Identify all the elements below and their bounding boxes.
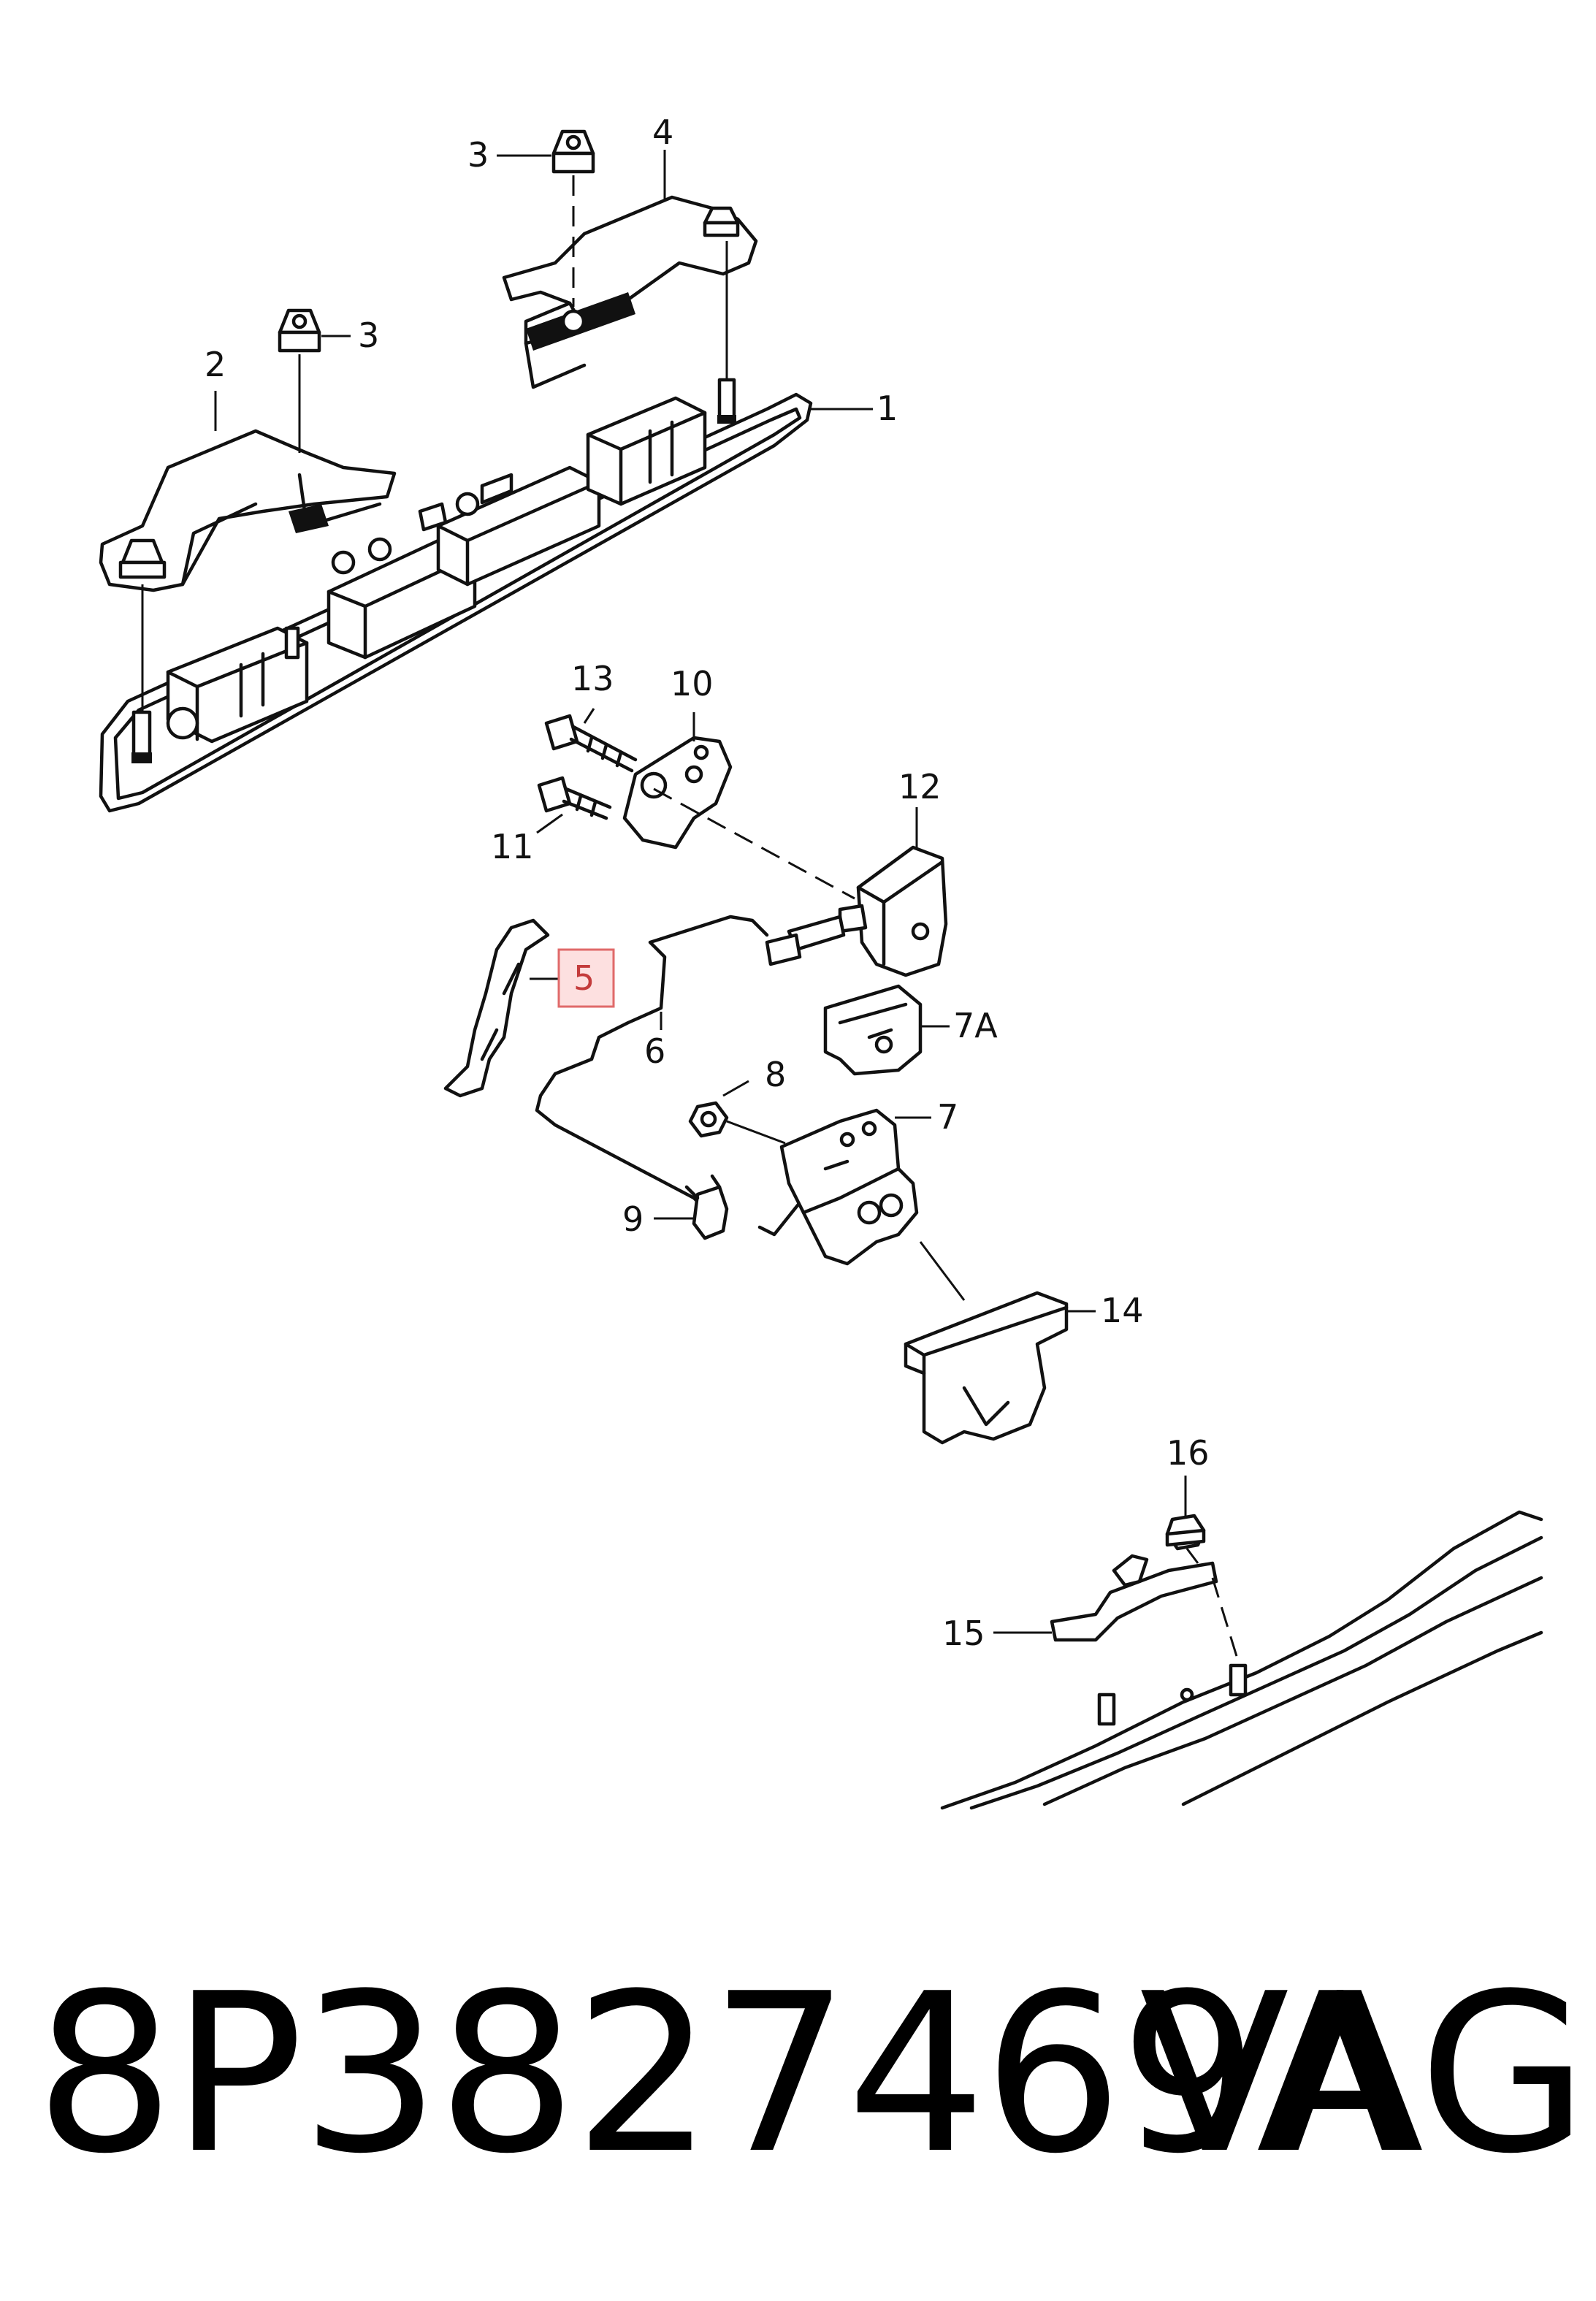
callout-label: 9 [622,1199,644,1239]
callout-label: 5 [573,958,595,998]
callout-label: 4 [652,112,673,152]
part-14-cover [904,1291,1069,1445]
callout-label: 16 [1167,1433,1210,1473]
part-13-bolt [544,714,638,773]
part-7-lock [779,1108,919,1266]
callout-7[interactable]: 7 [895,1097,958,1137]
callout-12[interactable]: 12 [898,767,942,847]
part-2-bracket [99,429,397,592]
part-11-bolt [537,776,612,820]
part-10-bracket [622,736,733,850]
callout-label: 13 [571,659,614,698]
callout-label: 6 [644,1031,665,1071]
part-15-strap [1050,1554,1218,1642]
callout-13[interactable]: 13 [571,659,614,724]
callout-2[interactable]: 2 [205,345,226,431]
callout-4[interactable]: 4 [652,112,673,201]
callout-11[interactable]: 11 [491,813,563,866]
part-number: 8P3827469A [35,1947,1406,2202]
callout-label: 12 [898,767,942,806]
callout-label: 3 [467,135,489,175]
callout-label: 7A [953,1006,998,1045]
part-12-actuator [765,845,948,977]
callout-label: 14 [1101,1291,1144,1330]
part-8-nut [688,1101,729,1138]
part-1-handle-strip [99,378,813,813]
part-3-nut-top [551,129,595,174]
part-4-bracket [502,195,758,389]
part-6-rod [535,915,806,1237]
callout-1[interactable]: 1 [811,389,898,428]
part-16-nut [1165,1514,1206,1551]
callout-10[interactable]: 10 [671,664,714,741]
callout-label: 3 [358,316,379,355]
callout-label: 10 [671,664,714,703]
part-9-clip [684,1174,729,1240]
callout-5-highlighted[interactable]: 5 [530,948,615,1008]
callout-3-left[interactable]: 3 [321,316,379,355]
callout-label: 1 [877,389,898,428]
callout-7a[interactable]: 7A [920,1006,998,1045]
part-7a-cover [823,984,923,1076]
callout-15[interactable]: 15 [942,1614,1052,1653]
part-3-nut-left [278,308,321,353]
callout-label: 11 [491,827,534,866]
callout-label: 2 [205,345,226,384]
callout-9[interactable]: 9 [622,1199,694,1239]
callout-6[interactable]: 6 [644,1012,665,1071]
callout-16[interactable]: 16 [1167,1433,1210,1516]
callout-label: 15 [942,1614,985,1653]
callout-label: 7 [937,1097,958,1137]
callout-8[interactable]: 8 [722,1055,786,1097]
rear-panel [940,1510,1543,1810]
callout-label: 8 [765,1055,786,1094]
callout-14[interactable]: 14 [1066,1291,1144,1330]
callout-3-top[interactable]: 3 [467,135,551,175]
part-5-cover [443,918,550,1098]
brand-name: VAG [1139,1947,1588,2202]
